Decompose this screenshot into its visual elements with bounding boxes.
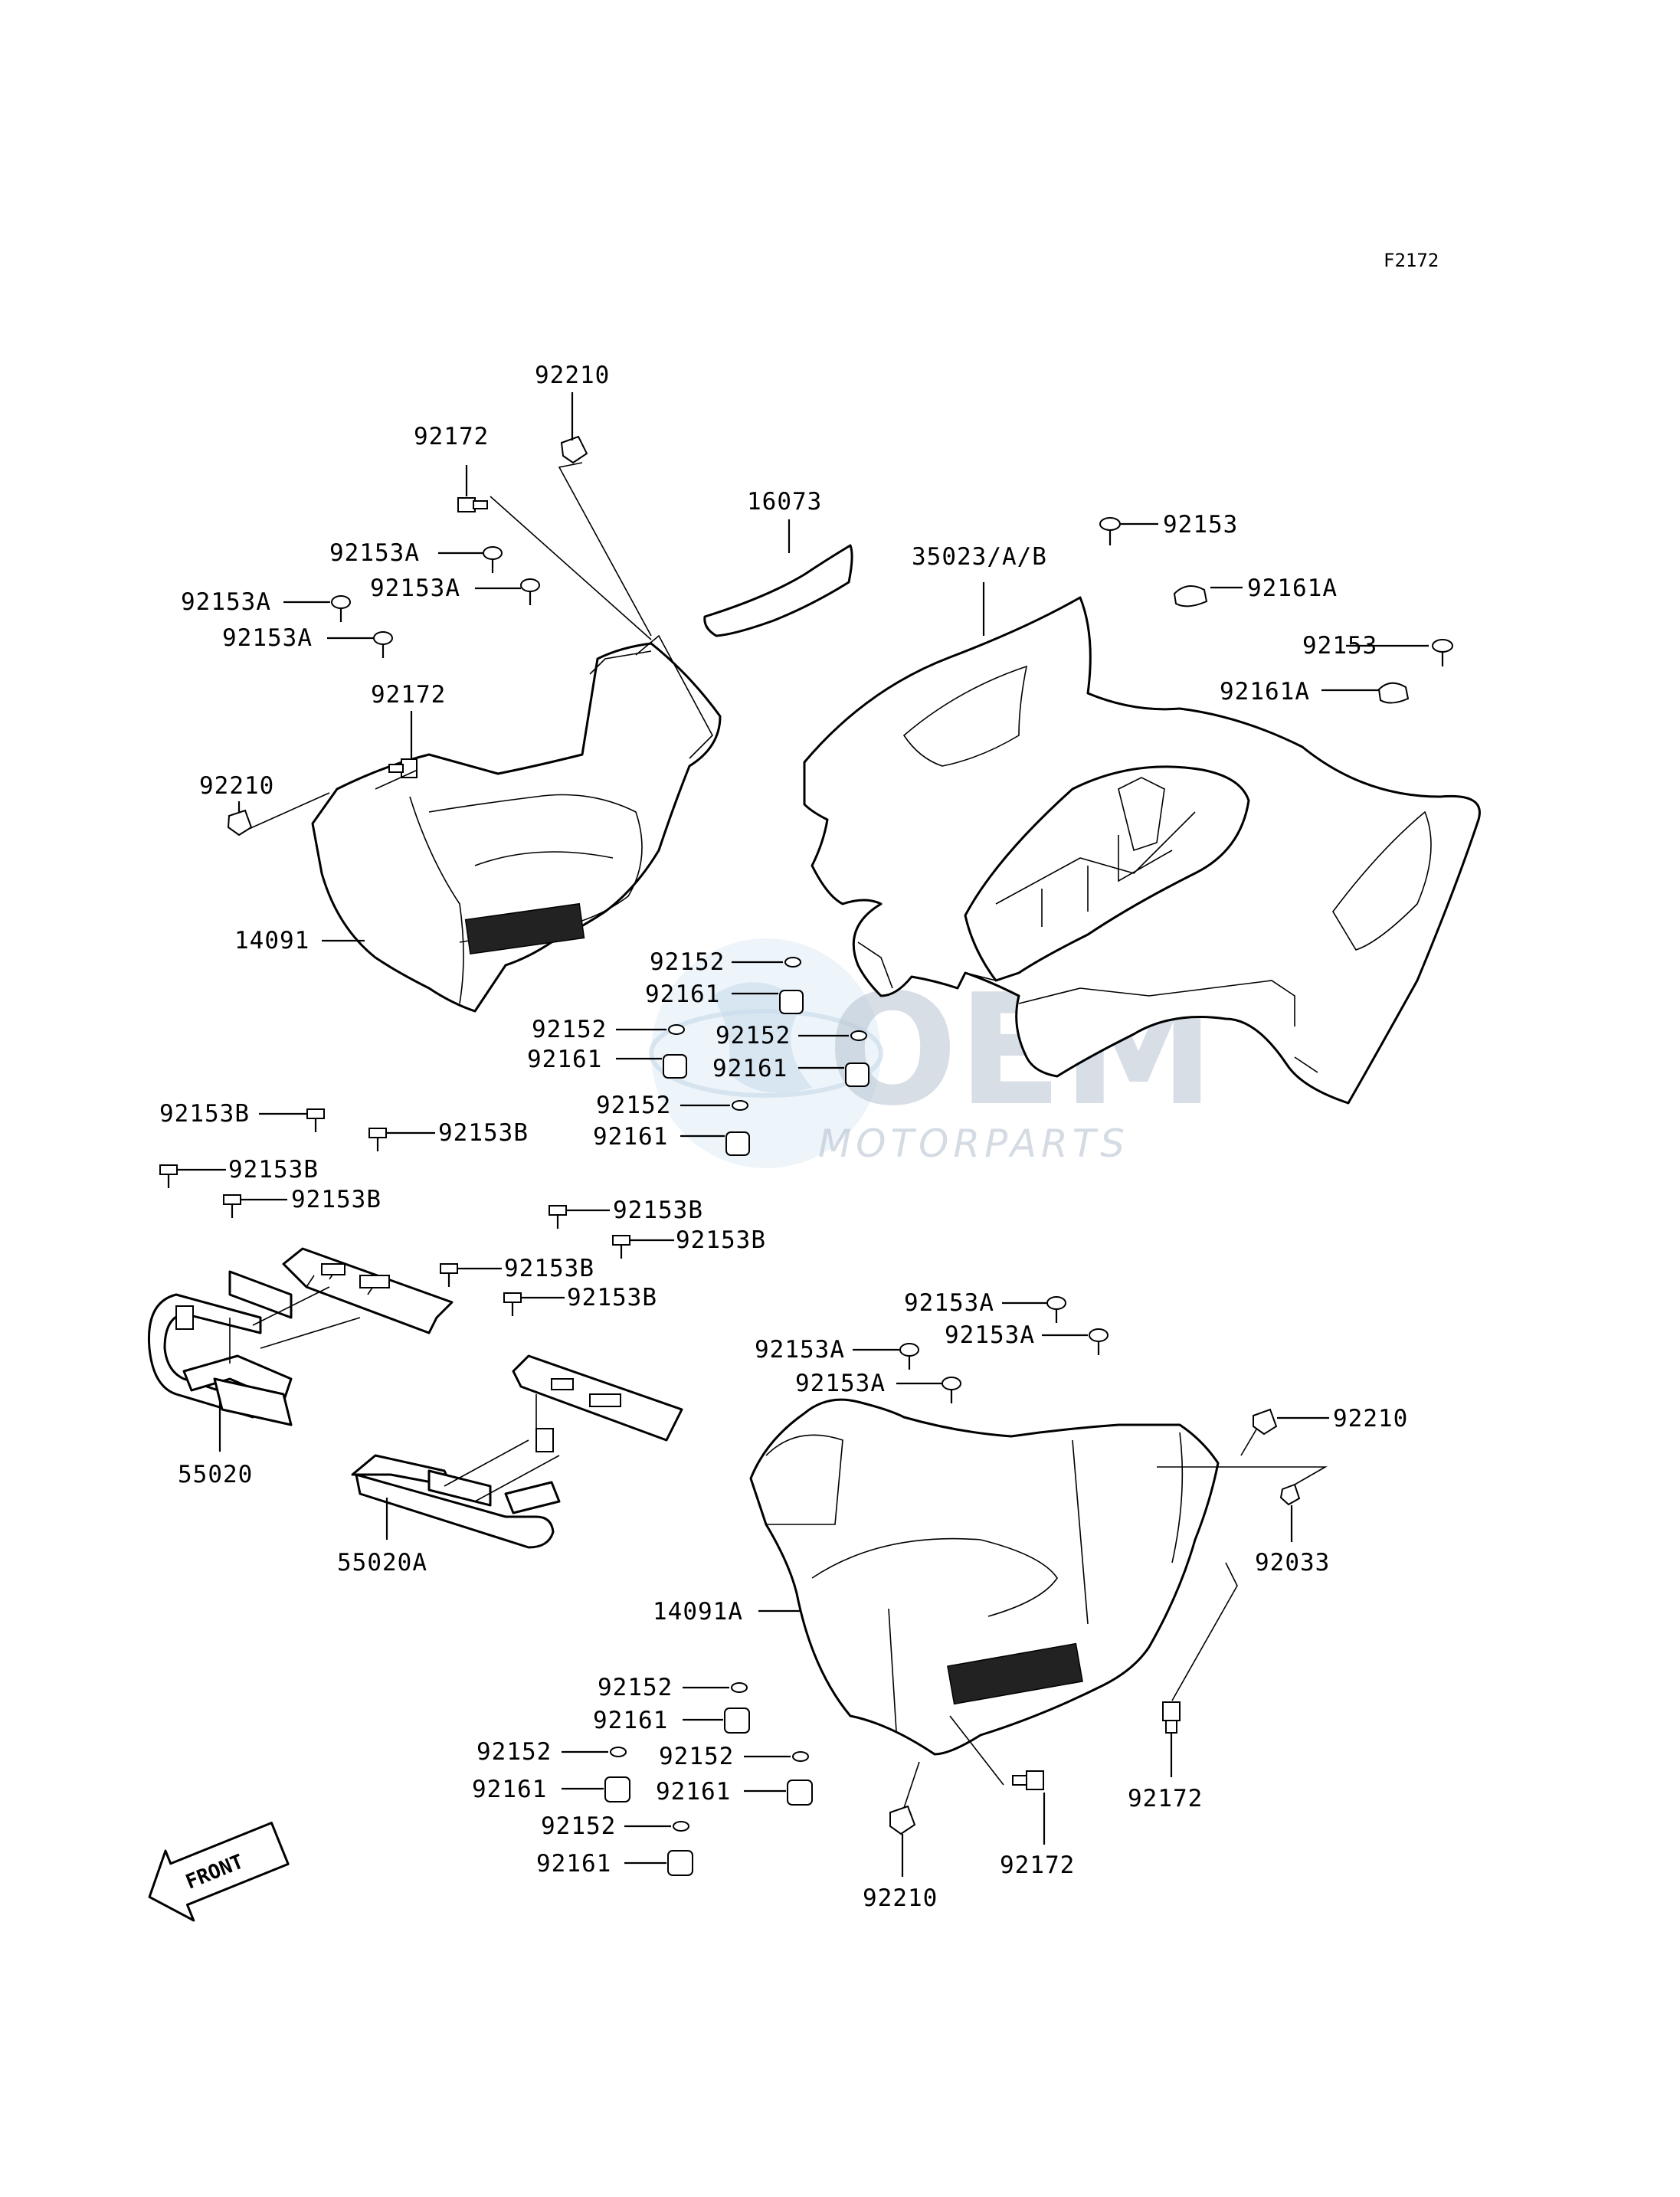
- label-92152-f: 92152: [476, 1738, 552, 1766]
- label-92152-h: 92152: [541, 1812, 616, 1840]
- label-92210-bottom: 92210: [863, 1884, 938, 1912]
- label-92161-b: 92161: [527, 1046, 602, 1073]
- label-92152-e: 92152: [598, 1674, 673, 1701]
- label-92161-e: 92161: [593, 1707, 668, 1734]
- clip-92210-right: [1253, 1408, 1278, 1436]
- clip-92210-left: [227, 809, 253, 837]
- bolts-92153A-left: [331, 546, 540, 658]
- label-92161-h: 92161: [536, 1850, 611, 1878]
- label-92153B-6: 92153B: [676, 1226, 766, 1254]
- label-92161-c: 92161: [712, 1055, 788, 1082]
- rear-fender-35023: [803, 596, 1481, 1105]
- label-92161-d: 92161: [593, 1123, 668, 1151]
- label-92152-c: 92152: [716, 1022, 791, 1049]
- label-14091: 14091: [234, 927, 309, 954]
- label-92153-r1: 92153: [1163, 511, 1238, 539]
- watermark: OEM MOTORPARTS: [649, 938, 1215, 1168]
- label-92153-r2: 92153: [1302, 632, 1377, 660]
- label-55020A: 55020A: [337, 1549, 427, 1577]
- label-92172-r2: 92172: [1000, 1852, 1075, 1879]
- footrest-bracket-55020A: [351, 1354, 683, 1549]
- label-92210-top: 92210: [535, 362, 610, 389]
- label-55020: 55020: [178, 1461, 253, 1488]
- label-92153A-3: 92153A: [181, 588, 271, 616]
- left-footrest-14091: [311, 634, 722, 1013]
- label-92161A-r1: 92161A: [1247, 575, 1338, 602]
- label-92152-a: 92152: [650, 948, 725, 976]
- bolts-92153-right: [1099, 517, 1453, 666]
- strip-16073: [703, 544, 853, 637]
- label-92153A-6: 92153A: [945, 1321, 1035, 1349]
- label-92210-right: 92210: [1333, 1405, 1408, 1432]
- right-footrest-14091A: [749, 1398, 1220, 1756]
- label-92161-g: 92161: [656, 1778, 731, 1806]
- label-92161A-r2: 92161A: [1220, 678, 1310, 706]
- part-labels: 92210 92172 16073 35023/A/B 92153 92161A…: [159, 362, 1408, 1912]
- grommets-92161A: [1173, 585, 1410, 704]
- bolts-92153A-right: [899, 1296, 1109, 1403]
- label-92153B-2: 92153B: [438, 1119, 529, 1147]
- label-92153A-1: 92153A: [329, 539, 420, 567]
- label-92161-a: 92161: [645, 981, 720, 1008]
- label-92153B-8: 92153B: [567, 1284, 657, 1311]
- label-92152-b: 92152: [532, 1016, 607, 1043]
- label-92172-r1: 92172: [1128, 1785, 1203, 1812]
- label-92153A-8: 92153A: [795, 1370, 886, 1397]
- label-16073: 16073: [747, 488, 822, 516]
- dampers-bottom: [604, 1682, 813, 1876]
- label-92153B-4: 92153B: [291, 1186, 382, 1213]
- label-92172-top: 92172: [414, 423, 489, 450]
- label-92210-left: 92210: [199, 772, 274, 800]
- clip-92033: [1279, 1483, 1301, 1506]
- label-92153B-5: 92153B: [613, 1197, 703, 1224]
- leader-lines: [177, 392, 1429, 1877]
- screw-92172-mid: [388, 758, 418, 778]
- label-92172-mid: 92172: [371, 681, 446, 709]
- label-92153A-7: 92153A: [755, 1336, 845, 1364]
- label-92033: 92033: [1255, 1549, 1330, 1577]
- clip-92210-bottom: [889, 1805, 916, 1835]
- label-92153A-4: 92153A: [222, 624, 313, 652]
- label-92153B-1: 92153B: [159, 1100, 250, 1128]
- label-92153B-3: 92153B: [228, 1156, 319, 1184]
- label-35023: 35023/A/B: [912, 543, 1047, 571]
- front-arrow-icon: FRONT: [148, 1822, 290, 1922]
- label-92153A-2: 92153A: [370, 575, 460, 602]
- dampers-middle: [663, 957, 869, 1156]
- label-92161-f: 92161: [472, 1776, 547, 1803]
- label-92153B-7: 92153B: [504, 1255, 594, 1282]
- watermark-subtitle: MOTORPARTS: [818, 1121, 1129, 1166]
- screw-92172-top: [457, 497, 488, 512]
- diagram-code: F2172: [1384, 250, 1439, 271]
- label-14091A: 14091A: [653, 1598, 743, 1626]
- label-92152-g: 92152: [659, 1743, 734, 1770]
- label-92152-d: 92152: [596, 1092, 671, 1119]
- label-92153A-5: 92153A: [904, 1289, 994, 1317]
- footrest-bracket-55020: [147, 1247, 454, 1426]
- clip-92210-top: [560, 435, 588, 464]
